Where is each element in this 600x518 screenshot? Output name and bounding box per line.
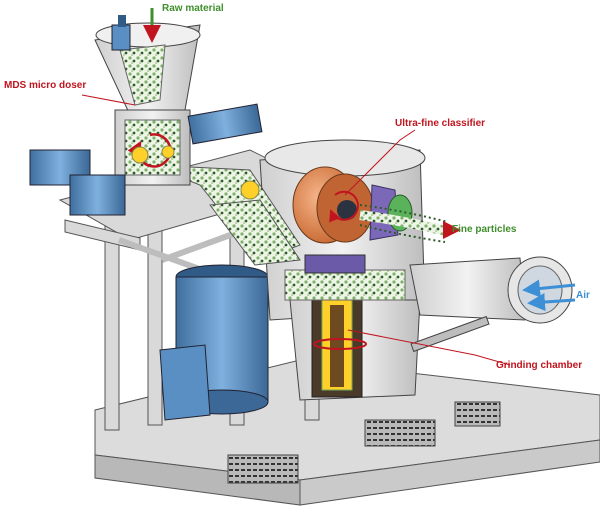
leader-lines xyxy=(81,94,511,366)
air-inlet-duct xyxy=(409,256,576,353)
label-grinding-chamber: Grinding chamber xyxy=(496,360,583,371)
doser-motors xyxy=(29,103,263,216)
main-motor xyxy=(159,264,269,421)
hopper-doser xyxy=(94,15,201,186)
label-ultra-fine-classifier: Ultra-fine classifier xyxy=(395,118,486,129)
label-mds-micro-doser: MDS micro doser xyxy=(4,80,87,91)
label-fine-particles: Fine particles xyxy=(452,224,517,235)
label-raw-material: Raw material xyxy=(162,3,224,14)
fine-particles-stream xyxy=(359,204,461,243)
feed-chute xyxy=(149,164,301,266)
label-air: Air xyxy=(576,290,590,301)
